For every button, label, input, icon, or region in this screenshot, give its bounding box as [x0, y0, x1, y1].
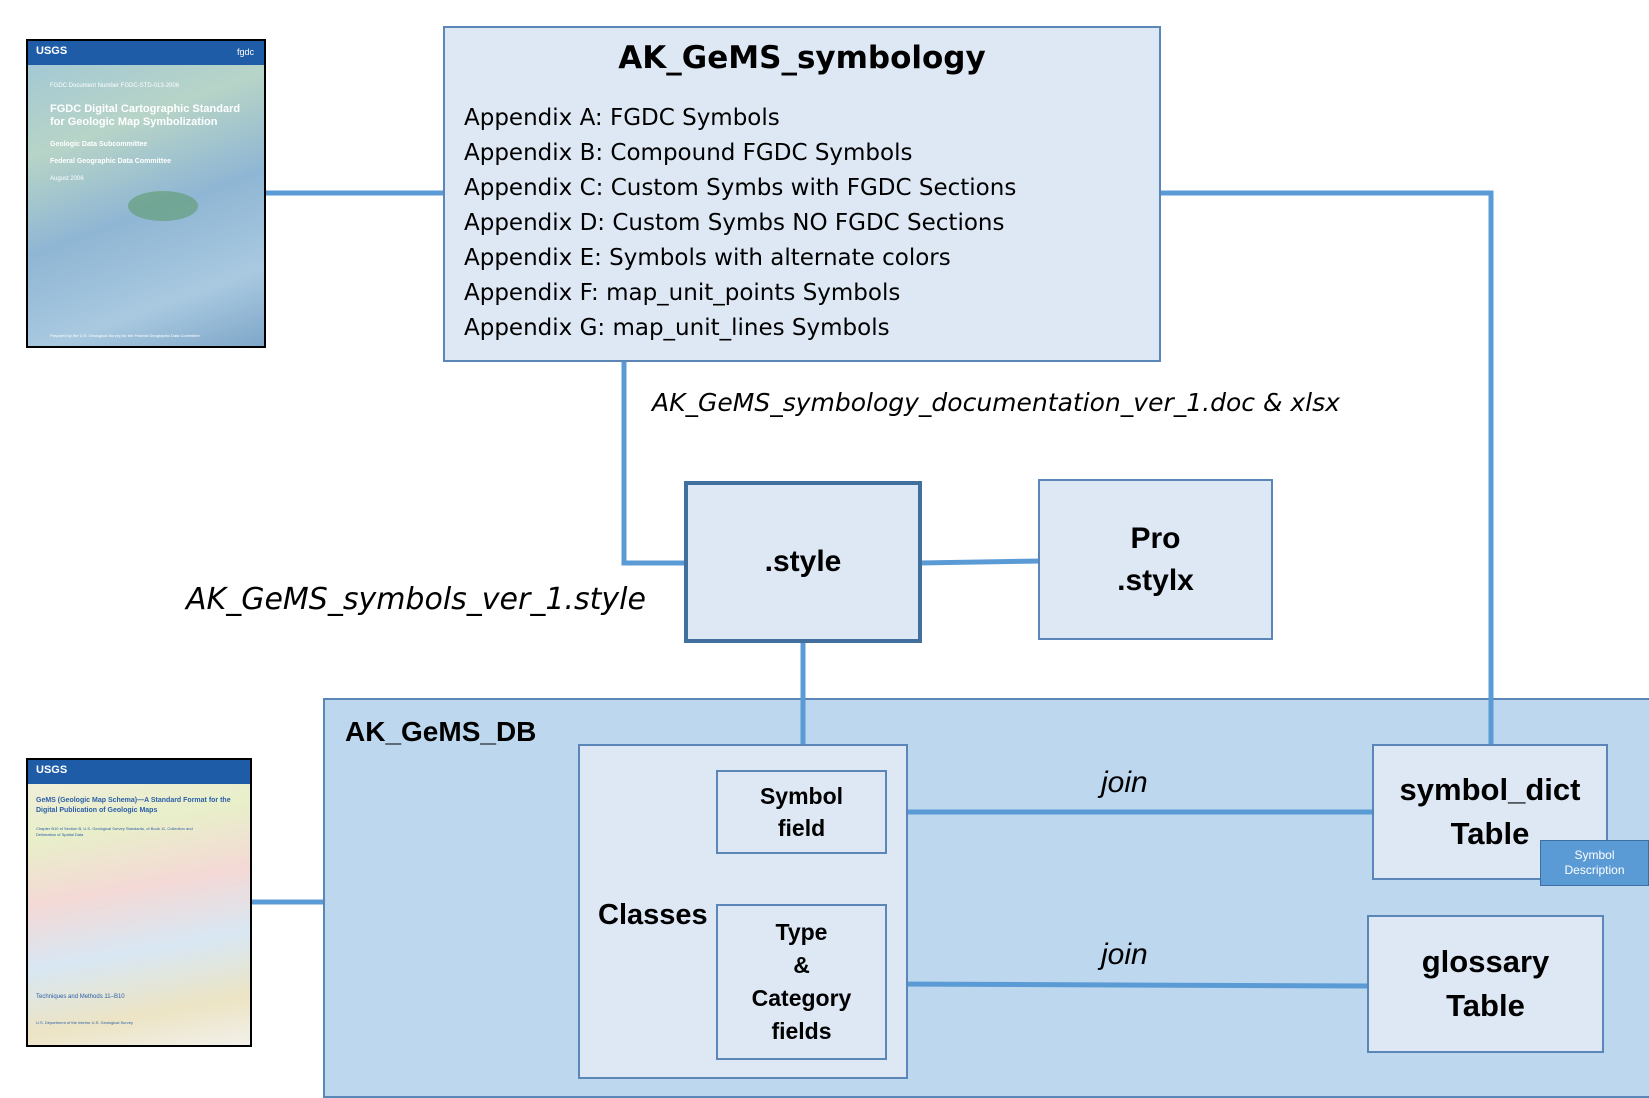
appendix-item: Appendix A: FGDC Symbols	[464, 105, 780, 131]
appendix-item: Appendix B: Compound FGDC Symbols	[464, 140, 913, 166]
type-line3: Category	[751, 985, 852, 1011]
symbol-description-badge: Symbol Description	[1540, 840, 1649, 886]
symbology-title: AK_GeMS_symbology	[618, 40, 986, 76]
documentation-label: AK_GeMS_symbology_documentation_ver_1.do…	[652, 388, 1340, 417]
gems-db-label: AK_GeMS_DB	[345, 716, 537, 747]
connector-type-glossary-inner	[883, 981, 1371, 989]
type-category-box: Type & Category fields	[716, 904, 887, 1060]
glossary-line1: glossary	[1421, 944, 1550, 979]
usgs-logo: USGS	[28, 760, 250, 784]
style-file-label: AK_GeMS_symbols_ver_1.style	[186, 582, 646, 617]
symbol-dict-line1: symbol_dict	[1399, 772, 1581, 807]
glossary-line2: Table	[1446, 988, 1525, 1023]
fgdc-date: August 2006	[50, 176, 84, 182]
type-line2: &	[793, 952, 810, 978]
symbology-box: AK_GeMS_symbology Appendix A: FGDC Symbo…	[443, 26, 1161, 362]
fgdc-logo: fgdc	[236, 47, 254, 57]
join-label-symbol: join	[1101, 766, 1148, 799]
gems-cover-title: GeMS (Geologic Map Schema)—A Standard Fo…	[36, 797, 231, 814]
appendix-item: Appendix E: Symbols with alternate color…	[464, 245, 951, 271]
appendix-item: Appendix D: Custom Symbs NO FGDC Section…	[464, 210, 1005, 236]
gems-dept: U.S. Department of the Interior U.S. Geo…	[36, 1020, 133, 1025]
fgdc-standard-cover: USGS fgdc FGDC Document Number FGDC-STD-…	[26, 39, 266, 348]
fgdc-subcommittee: Geologic Data Subcommittee	[50, 141, 148, 148]
symbol-dict-line2: Table	[1450, 816, 1530, 851]
fgdc-committee: Federal Geographic Data Committee	[50, 158, 171, 165]
connector-symbology-symbol-dict	[1157, 190, 1494, 749]
style-label: .style	[764, 545, 842, 578]
appendix-item: Appendix G: map_unit_lines Symbols	[464, 315, 890, 341]
gems-chapter: Chapter B10 of Section B, U.S. Geologica…	[36, 826, 193, 837]
symbol-description-line1: Symbol	[1574, 848, 1615, 862]
pro-stylx-box: Pro .stylx	[1038, 479, 1273, 640]
connector-symbology-style	[621, 359, 689, 566]
classes-label: Classes	[598, 899, 708, 931]
glossary-table-box: glossary Table	[1367, 915, 1604, 1053]
stylx-label: .stylx	[1117, 563, 1194, 597]
fgdc-footer: Prepared by the U.S. Geological Survey f…	[50, 333, 200, 338]
cover-map-texture	[128, 191, 198, 221]
appendix-list: Appendix A: FGDC Symbols Appendix B: Com…	[464, 101, 1016, 346]
symbol-field-line1: Symbol	[759, 783, 844, 809]
usgs-logo: USGS	[28, 41, 264, 65]
style-box: .style	[684, 481, 922, 643]
symbol-field-box: Symbol field	[716, 770, 887, 854]
pro-label: Pro	[1130, 521, 1181, 555]
symbol-field-line2: field	[777, 815, 826, 841]
fgdc-cover-title: FGDC Digital Cartographic Standard for G…	[50, 103, 241, 128]
symbol-description-line2: Description	[1564, 863, 1625, 877]
appendix-item: Appendix C: Custom Symbs with FGDC Secti…	[464, 175, 1017, 201]
join-label-glossary: join	[1101, 938, 1148, 971]
appendix-item: Appendix F: map_unit_points Symbols	[464, 280, 901, 306]
fgdc-doc-number: FGDC Document Number FGDC-STD-013-2006	[50, 83, 180, 89]
type-line1: Type	[775, 919, 828, 945]
gems-series: Techniques and Methods 11–B10	[36, 994, 125, 1000]
type-line4: fields	[771, 1018, 832, 1044]
connector-style-pro	[917, 558, 1042, 566]
gems-standard-cover: USGS GeMS (Geologic Map Schema)—A Standa…	[26, 758, 252, 1047]
